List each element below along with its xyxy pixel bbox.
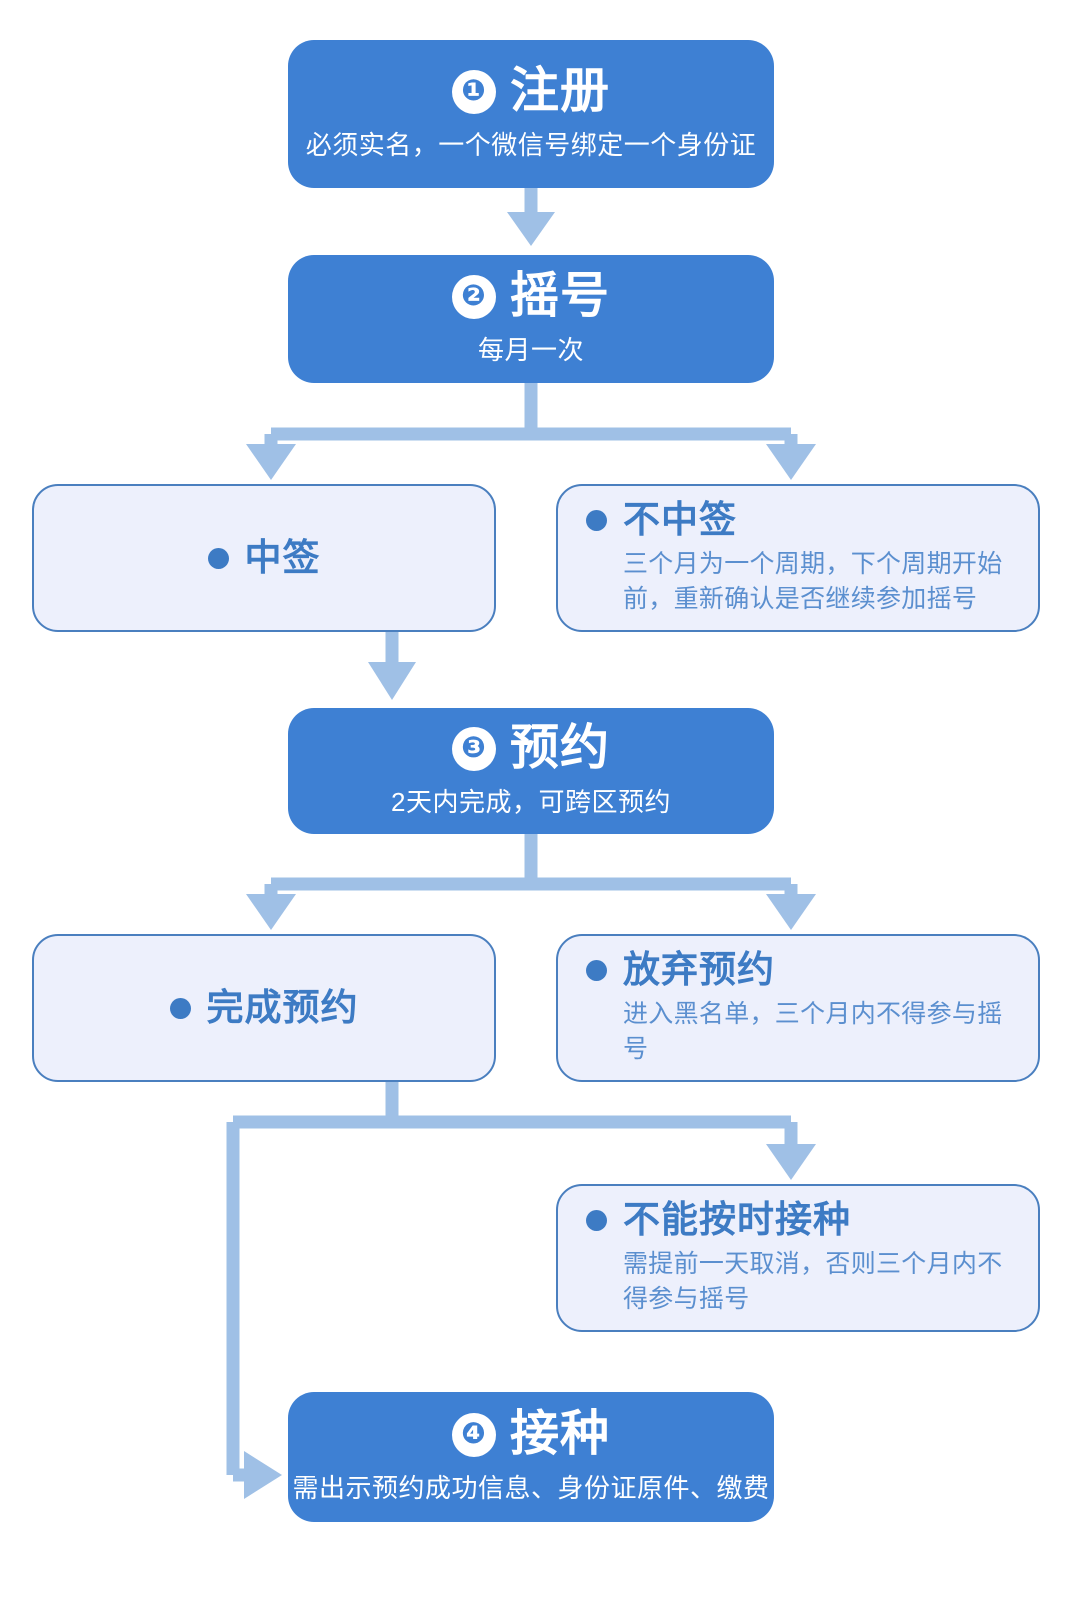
- step-number-badge-2: ❷: [451, 274, 496, 319]
- bullet-icon: [586, 509, 607, 531]
- bullet-icon: [586, 959, 607, 981]
- outcome-label-won: 中签: [244, 536, 321, 578]
- outcome-label-not-won: 不中签: [623, 498, 737, 540]
- outcome-node-won[interactable]: 中签: [32, 484, 496, 632]
- step-number-badge-1: ❶: [451, 69, 496, 114]
- outcome-title-not-won: 不中签: [586, 498, 737, 541]
- edge-done-to-missed: [233, 1082, 816, 1180]
- bullet-icon: [207, 547, 229, 569]
- outcome-node-not-won[interactable]: 不中签 三个月为一个周期，下个周期开始前，重新确认是否继续参加摇号: [556, 484, 1040, 632]
- outcome-label-appointment-done: 完成预约: [206, 986, 359, 1028]
- bullet-icon: [586, 1209, 607, 1231]
- step-title-lottery: ❷ 摇号: [451, 269, 610, 324]
- step-subtitle-vaccination: 需出示预约成功信息、身份证原件、缴费: [292, 1473, 770, 1504]
- step-title-register: ❶ 注册: [451, 64, 610, 119]
- outcome-subtitle-not-won: 三个月为一个周期，下个周期开始前，重新确认是否继续参加摇号: [623, 550, 1003, 613]
- outcome-node-cannot-attend[interactable]: 不能按时接种 需提前一天取消，否则三个月内不得参与摇号: [556, 1184, 1040, 1332]
- step-label-register: 注册: [509, 64, 610, 119]
- bullet-icon: [169, 997, 191, 1019]
- outcome-title-give-up: 放弃预约: [586, 948, 775, 991]
- step-node-vaccination[interactable]: ❹ 接种 需出示预约成功信息、身份证原件、缴费: [288, 1392, 774, 1522]
- step-number-badge-3: ❸: [451, 726, 496, 771]
- edge-register-to-lottery: [507, 188, 555, 246]
- outcome-label-cannot-attend: 不能按时接种: [623, 1198, 851, 1240]
- step-title-vaccination: ❹ 接种: [451, 1407, 610, 1462]
- step-subtitle-register: 必须实名，一个微信号绑定一个身份证: [305, 130, 757, 161]
- step-label-vaccination: 接种: [509, 1407, 610, 1462]
- step-subtitle-appointment: 2天内完成，可跨区预约: [391, 787, 671, 818]
- step-node-register[interactable]: ❶ 注册 必须实名，一个微信号绑定一个身份证: [288, 40, 774, 188]
- outcome-title-won: 中签: [207, 536, 321, 579]
- outcome-subtitle-give-up: 进入黑名单，三个月内不得参与摇号: [623, 1000, 1003, 1063]
- edge-appoint-split: [246, 834, 816, 930]
- step-number-badge-4: ❹: [451, 1412, 496, 1457]
- edge-won-to-appoint: [368, 632, 416, 700]
- outcome-label-give-up: 放弃预约: [623, 948, 775, 990]
- step-label-appointment: 预约: [509, 721, 610, 776]
- step-node-appointment[interactable]: ❸ 预约 2天内完成，可跨区预约: [288, 708, 774, 834]
- outcome-title-appointment-done: 完成预约: [169, 986, 359, 1029]
- step-subtitle-lottery: 每月一次: [477, 335, 584, 366]
- step-node-lottery[interactable]: ❷ 摇号 每月一次: [288, 255, 774, 383]
- edge-done-to-vaccinate: [226, 1122, 282, 1499]
- step-title-appointment: ❸ 预约: [451, 721, 610, 776]
- edge-lottery-split: [246, 383, 816, 480]
- outcome-subtitle-cannot-attend: 需提前一天取消，否则三个月内不得参与摇号: [623, 1250, 1003, 1313]
- outcome-node-appointment-done[interactable]: 完成预约: [32, 934, 496, 1082]
- outcome-node-give-up-appointment[interactable]: 放弃预约 进入黑名单，三个月内不得参与摇号: [556, 934, 1040, 1082]
- step-label-lottery: 摇号: [509, 269, 610, 324]
- outcome-title-cannot-attend: 不能按时接种: [586, 1198, 851, 1241]
